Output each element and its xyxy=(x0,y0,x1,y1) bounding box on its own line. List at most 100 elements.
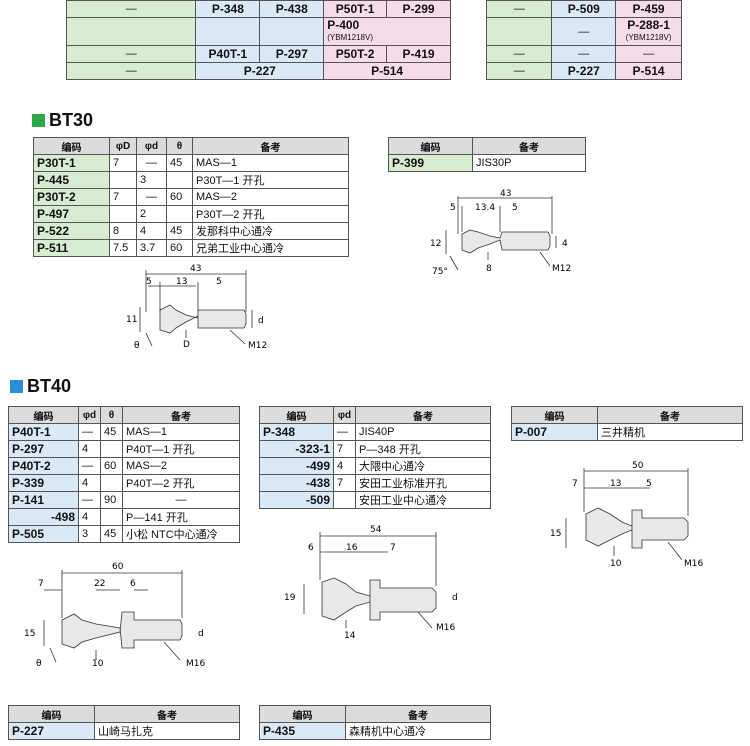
dim-label: 6 xyxy=(308,543,314,553)
cell: P-514 xyxy=(323,62,451,80)
col-header: θ xyxy=(100,406,123,424)
cell: JIS40P xyxy=(355,423,491,441)
bt40-pull-stud-drawing-1: 60 7 22 6 15 10 θ d M16 xyxy=(24,562,205,669)
col-header: 编码 xyxy=(259,406,334,424)
cell: — xyxy=(615,45,682,63)
cell: — xyxy=(136,154,167,172)
cell: 2 xyxy=(136,205,167,223)
cell xyxy=(259,17,325,46)
col-header: 备考 xyxy=(597,406,743,424)
code-cell: -323-1 xyxy=(259,440,334,458)
dim-label: 43 xyxy=(500,189,511,199)
col-header: 备考 xyxy=(192,137,349,155)
dim-label: M12 xyxy=(248,341,267,351)
cell xyxy=(100,440,123,458)
cell: P30T—2 开孔 xyxy=(192,205,349,223)
cell: P-288-1(YBM1218V) xyxy=(615,17,682,46)
bt30-heading: BT30 xyxy=(32,110,93,131)
cell: P50T-1 xyxy=(323,0,388,18)
dim-label: 7 xyxy=(572,479,578,489)
dim-label: 14 xyxy=(344,631,356,641)
cell: 3 xyxy=(78,525,101,543)
code-cell: P30T-1 xyxy=(33,154,110,172)
col-header: 编码 xyxy=(388,137,473,155)
col-header: θ xyxy=(166,137,193,155)
model-text: (YBM1218V) xyxy=(327,33,373,42)
bt40-heading: BT40 xyxy=(10,376,71,397)
dim-label: 16 xyxy=(346,543,358,553)
cell: 安田工业中心通冷 xyxy=(355,491,491,509)
dim-label: 60 xyxy=(112,562,124,572)
dim-label: 43 xyxy=(190,264,201,274)
top-strip-table-right: — P-509 P-459 — P-288-1(YBM1218V) — — — … xyxy=(485,0,682,80)
col-header: φD xyxy=(109,137,137,155)
dim-label: 75° xyxy=(432,267,448,277)
cell xyxy=(333,491,356,509)
code-cell: P-348 xyxy=(259,423,334,441)
col-header: 编码 xyxy=(8,705,95,723)
cell: — xyxy=(65,45,197,63)
dim-label: 12 xyxy=(430,239,441,249)
code-cell: -438 xyxy=(259,474,334,492)
code-cell: P-497 xyxy=(33,205,110,223)
cell: P40T—1 开孔 xyxy=(122,440,240,458)
cell xyxy=(100,474,123,492)
jis40-pull-stud-drawing: 54 6 16 7 19 14 d M16 xyxy=(284,525,458,641)
dim-label: 13.4 xyxy=(475,203,495,213)
cell: — xyxy=(485,0,553,18)
code-cell: P40T-1 xyxy=(8,423,79,441)
cell: P—348 开孔 xyxy=(355,440,491,458)
cell: 8 xyxy=(109,222,137,240)
col-header: 备考 xyxy=(355,406,491,424)
code-cell: P30T-2 xyxy=(33,188,110,206)
cell: MAS—2 xyxy=(192,188,349,206)
dim-label: 5 xyxy=(512,203,518,213)
cell: — xyxy=(136,188,167,206)
bt30-pull-stud-drawing: 43 5 13 5 11 θ D d M12 xyxy=(126,264,267,351)
code-cell: P-445 xyxy=(33,171,110,189)
cell: 兄弟工业中心通冷 xyxy=(192,239,349,257)
col-header: 编码 xyxy=(33,137,110,155)
dim-label: M16 xyxy=(436,623,455,633)
cell: 7 xyxy=(333,474,356,492)
cell: — xyxy=(78,457,101,475)
cell: P-400(YBM1218V) xyxy=(323,17,451,46)
cell: P-514 xyxy=(615,62,682,80)
cell: P-227 xyxy=(195,62,325,80)
cell: — xyxy=(485,45,553,63)
cell xyxy=(100,508,123,526)
cell: MAS—1 xyxy=(122,423,240,441)
dim-label: M16 xyxy=(684,559,703,569)
bt30-title: BT30 xyxy=(49,110,94,130)
dim-label: θ xyxy=(134,341,140,351)
cell: JIS30P xyxy=(472,154,586,172)
col-header: 编码 xyxy=(511,406,598,424)
cell: 60 xyxy=(166,188,193,206)
cell: 7.5 xyxy=(109,239,137,257)
cell: 三井精机 xyxy=(597,423,743,441)
cell: — xyxy=(551,17,617,46)
dim-label: 5 xyxy=(450,203,456,213)
dim-label: d xyxy=(198,629,204,639)
code-cell: P40T-2 xyxy=(8,457,79,475)
model-text: (YBM1218V) xyxy=(625,33,672,42)
bt40-title: BT40 xyxy=(27,376,72,396)
cell: P-419 xyxy=(386,45,451,63)
cell: 山崎马扎克 xyxy=(94,722,240,740)
cell: 60 xyxy=(100,457,123,475)
dim-label: M16 xyxy=(186,659,205,669)
dim-label: 15 xyxy=(550,529,561,539)
col-header: 备考 xyxy=(472,137,586,155)
cell: P40T—2 开孔 xyxy=(122,474,240,492)
cell: 大隈中心通冷 xyxy=(355,457,491,475)
cell: 45 xyxy=(100,525,123,543)
cell: 发那科中心通冷 xyxy=(192,222,349,240)
cell: — xyxy=(78,491,101,509)
code-cell: P-511 xyxy=(33,239,110,257)
